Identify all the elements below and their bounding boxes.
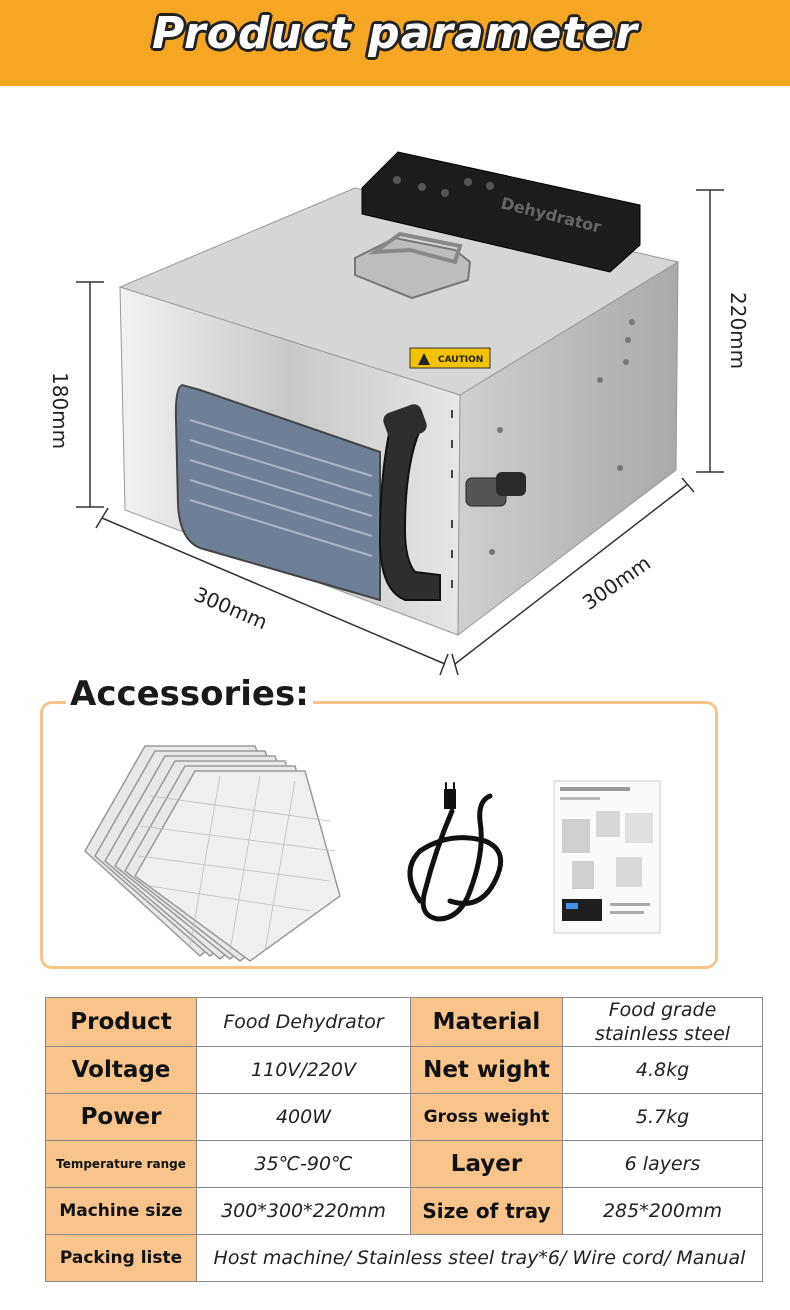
dimension-height-left: 180mm (48, 372, 72, 450)
spec-value: 6 layers (562, 1140, 763, 1188)
accessories-frame (40, 701, 718, 969)
spec-label: Net wight (410, 1046, 563, 1094)
accessories-title: Accessories: (66, 674, 313, 714)
tray-stack-icon (84, 745, 341, 962)
spec-value: 110V/220V (196, 1046, 411, 1094)
dehydrator-illustration: CAUTION Dehydrator (76, 151, 724, 676)
spec-value: 400W (196, 1093, 411, 1141)
spec-value: 5.7kg (562, 1093, 763, 1141)
spec-value: 4.8kg (562, 1046, 763, 1094)
spec-label: Gross weight (410, 1093, 563, 1141)
spec-label: Power (45, 1093, 197, 1141)
spec-value: Food Dehydrator (196, 997, 411, 1047)
dimension-lines (76, 189, 724, 676)
spec-value-packing: Host machine/ Stainless steel tray*6/ Wi… (196, 1234, 763, 1282)
spec-label: Material (410, 997, 563, 1047)
table-row: Voltage 110V/220V Net wight 4.8kg (45, 1046, 763, 1094)
dimension-height-right: 220mm (726, 292, 750, 370)
table-row: Power 400W Gross weight 5.7kg (45, 1093, 763, 1141)
spec-label: Product (45, 997, 197, 1047)
spec-label: Machine size (45, 1187, 197, 1235)
spec-value: 35℃-90℃ (196, 1140, 411, 1188)
spec-label: Temperature range (45, 1140, 197, 1188)
page-title: Product parameter (152, 8, 638, 59)
accessories-illustration (84, 745, 661, 962)
spec-value: 285*200mm (562, 1187, 763, 1235)
spec-label: Packing liste (45, 1234, 197, 1282)
spec-value: 300*300*220mm (196, 1187, 411, 1235)
power-cord-icon (407, 782, 504, 922)
spec-value-material: Food grade stainless steel (562, 997, 763, 1047)
spec-label: Layer (410, 1140, 563, 1188)
spec-value-line: stainless steel (594, 1023, 731, 1045)
table-row: Product Food Dehydrator Material Food gr… (45, 997, 763, 1047)
table-row: Machine size 300*300*220mm Size of tray … (45, 1187, 763, 1235)
caution-label: CAUTION (438, 355, 483, 365)
specs-table: Product Food Dehydrator Material Food gr… (45, 997, 763, 1282)
manual-icon (553, 780, 661, 934)
panel-buttons (393, 176, 494, 197)
table-row: Temperature range 35℃-90℃ Layer 6 layers (45, 1140, 763, 1188)
table-row: Packing liste Host machine/ Stainless st… (45, 1234, 763, 1282)
spec-value-line: Food grade (608, 999, 717, 1021)
spec-label: Voltage (45, 1046, 197, 1094)
header-banner (0, 0, 790, 86)
spec-label: Size of tray (410, 1187, 563, 1235)
